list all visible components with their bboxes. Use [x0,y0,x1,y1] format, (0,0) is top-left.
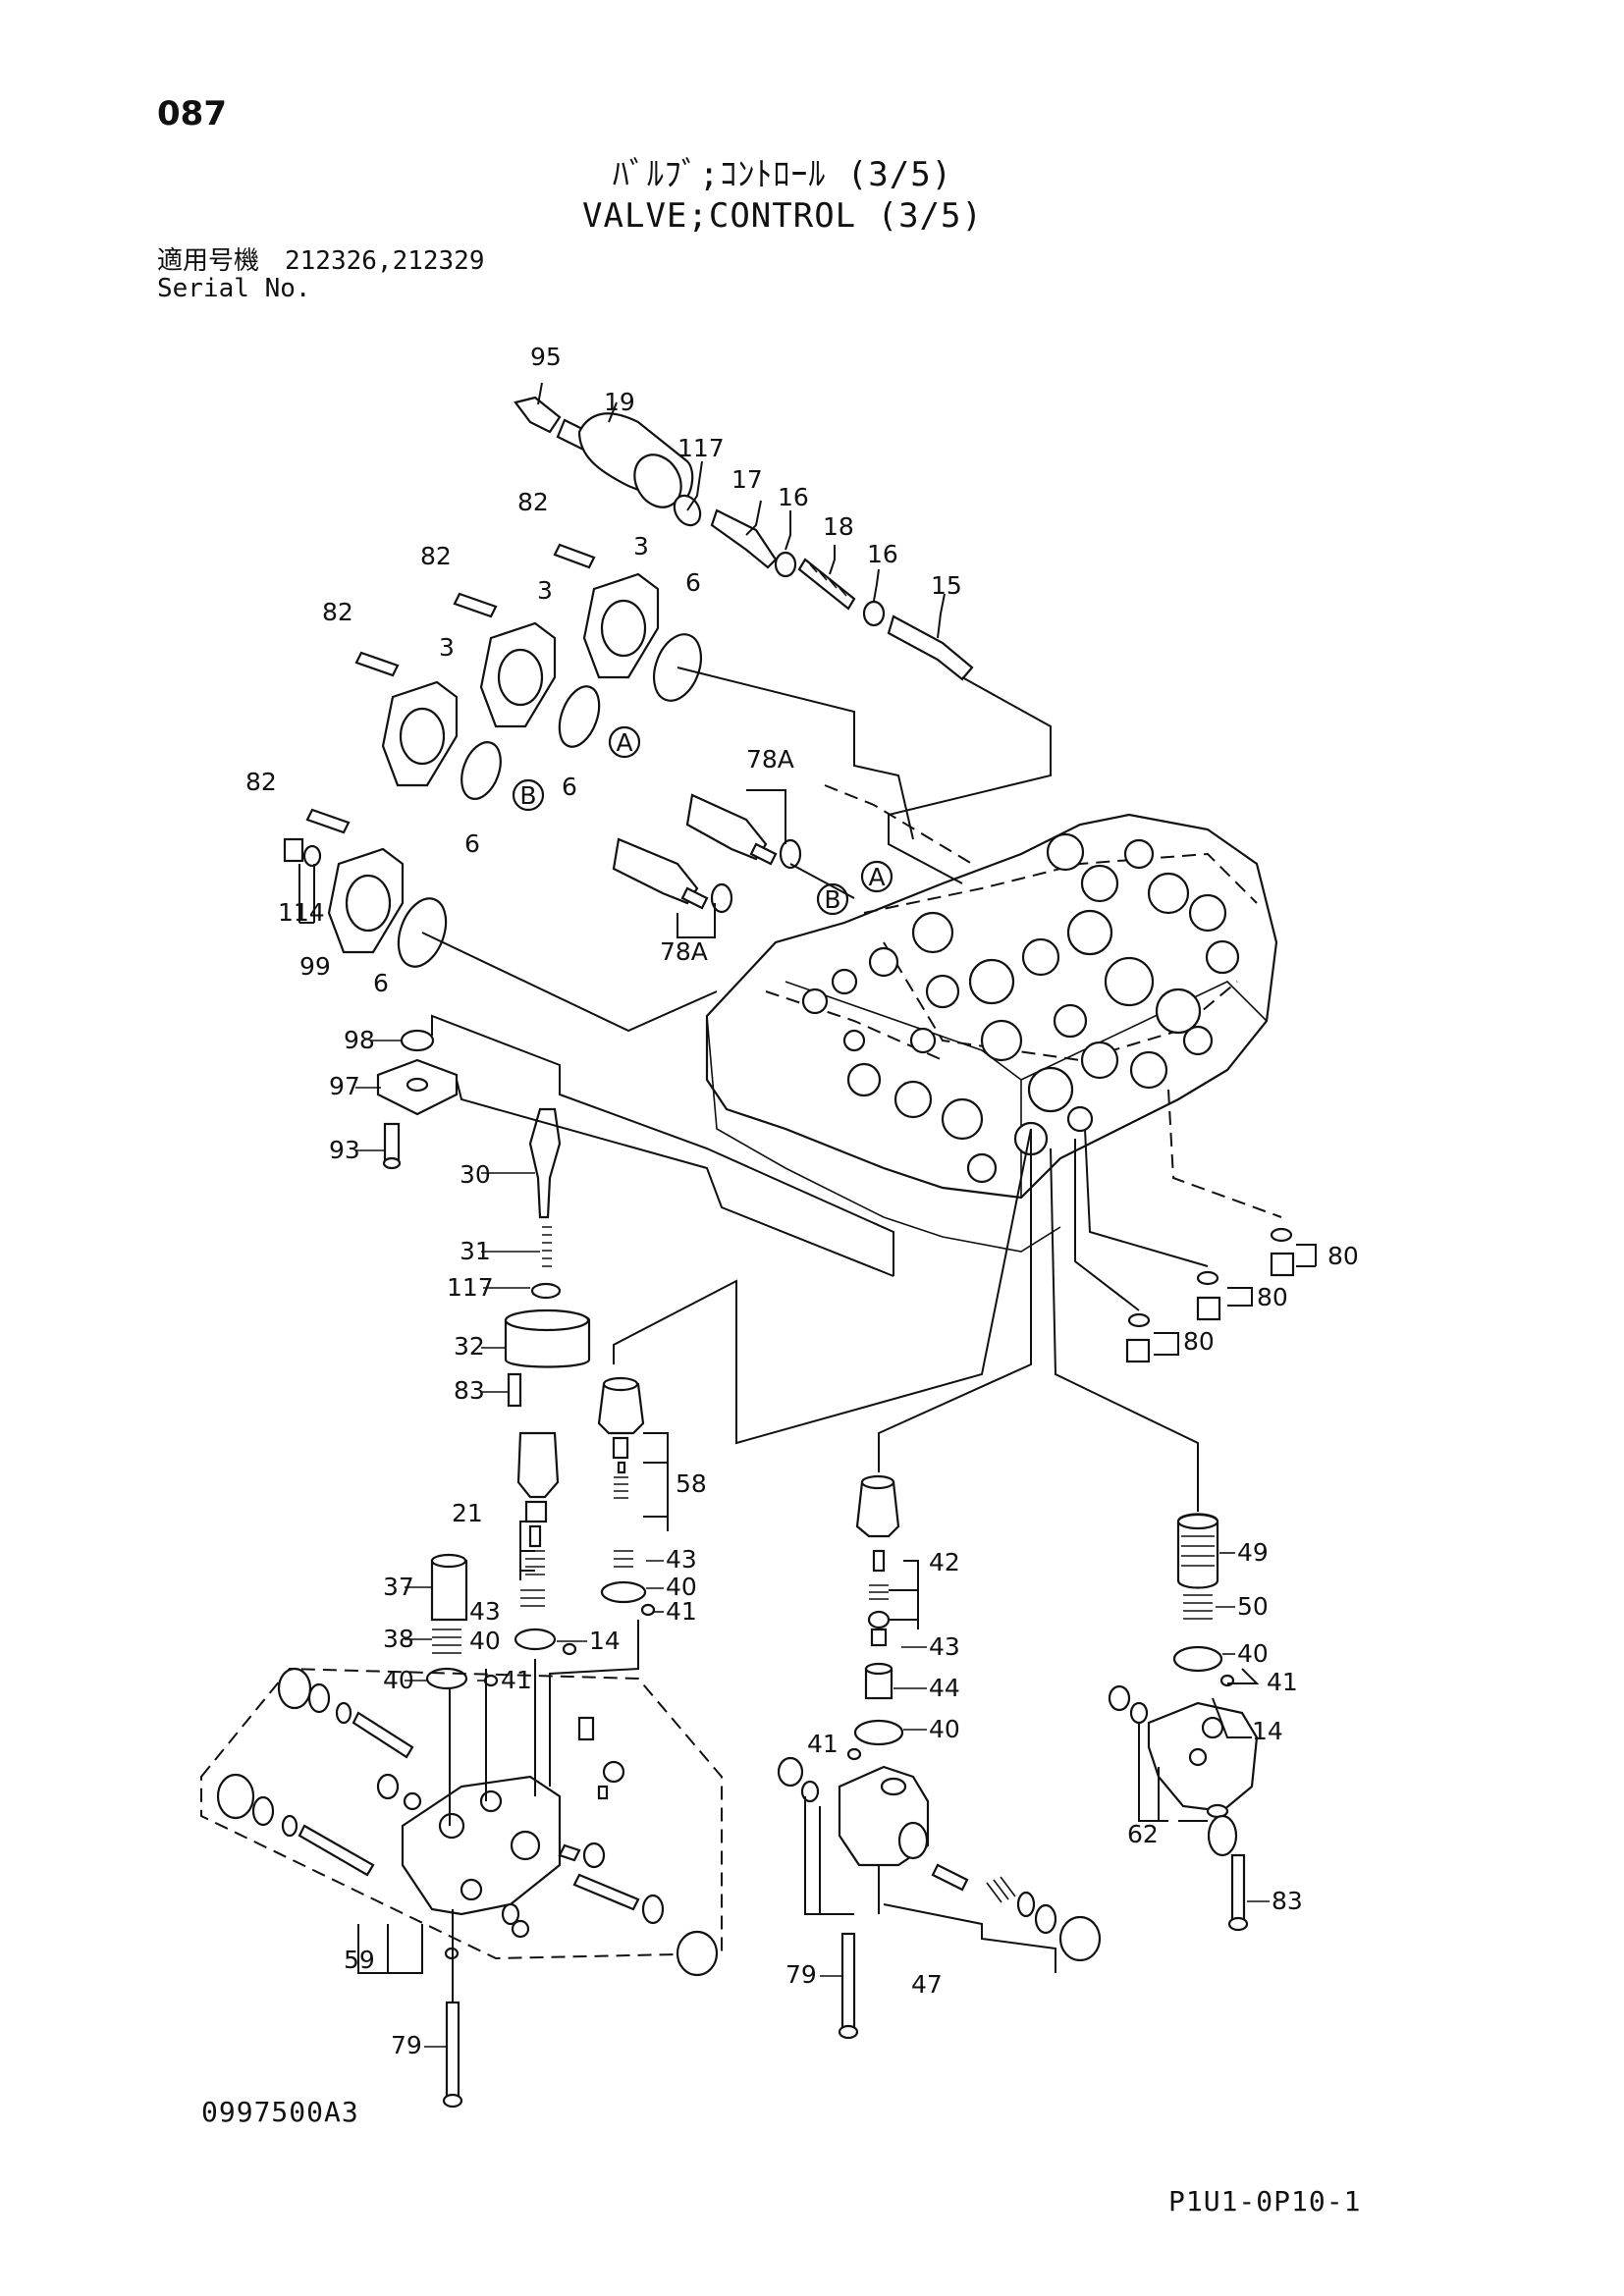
callout-114: 114 [278,898,325,927]
callout-14: 14 [1252,1717,1283,1745]
callout-78a: 78A [746,745,794,774]
flange-group [283,543,973,1033]
callout-80: 80 [1183,1327,1215,1356]
callout-49: 49 [1237,1538,1269,1567]
callout-16: 16 [778,483,809,511]
page-number: 087 [157,94,227,133]
callout-99: 99 [299,952,331,981]
serial-number-jp: 適用号機 212326,212329 [157,246,485,276]
assembly-59 [200,1620,723,2109]
ref-marker-b: B [824,885,840,914]
callout-82: 82 [245,768,277,796]
callout-16: 16 [867,540,898,568]
callout-17: 17 [731,465,763,494]
page-code: P1U1-0P10-1 [1168,2185,1362,2217]
callout-97: 97 [329,1072,360,1100]
callout-50: 50 [1237,1592,1269,1621]
callout-59: 59 [344,1946,375,1974]
callout-21: 21 [452,1499,483,1527]
callout-3: 3 [439,633,455,662]
ref-marker-a: A [868,863,885,891]
callout-93: 93 [329,1136,360,1164]
callout-43: 43 [929,1632,960,1661]
callout-82: 82 [420,542,452,570]
ref-marker-b: B [519,781,536,810]
callout-43: 43 [666,1545,697,1574]
callout-41: 41 [807,1730,839,1758]
callout-117: 117 [677,434,725,462]
callout-79: 79 [785,1960,817,1989]
relief-valve-group [514,382,1052,884]
callout-98: 98 [344,1026,375,1054]
callout-41: 41 [666,1597,697,1626]
callout-40: 40 [929,1715,960,1743]
ref-marker-a: A [616,728,632,757]
callout-80: 80 [1327,1242,1359,1270]
callout-95: 95 [530,343,562,371]
callout-15: 15 [931,571,962,600]
callout-leaders [355,1040,1270,2048]
callout-3: 3 [633,532,649,561]
callout-40: 40 [469,1627,501,1655]
callout-6: 6 [464,829,480,858]
callout-14: 14 [589,1627,621,1655]
callout-41: 41 [501,1666,532,1694]
valve-body [705,813,1278,1253]
callout-41: 41 [1267,1668,1298,1696]
callout-83: 83 [454,1376,485,1405]
plugs-80-group [1074,1089,1317,1363]
serial-info: 適用号機 212326,212329 Serial No. [157,247,485,302]
callout-44: 44 [929,1674,960,1702]
callout-40: 40 [1237,1639,1269,1668]
callout-80: 80 [1257,1283,1288,1311]
callout-18: 18 [823,512,854,541]
callout-83: 83 [1272,1887,1303,1915]
callout-6: 6 [373,969,389,997]
cartridge-78a-group [612,789,855,938]
callout-43: 43 [469,1597,501,1626]
callout-19: 19 [604,388,635,416]
assembly-47 [777,1129,1102,2040]
callout-78a: 78A [660,937,708,966]
spool-stack-middle [425,1128,1032,1690]
callout-62: 62 [1127,1820,1159,1848]
callout-6: 6 [562,773,577,801]
callout-58: 58 [676,1469,707,1498]
assembly-62 [1050,1148,1260,1932]
title-japanese: ﾊﾞﾙﾌﾞ;ｺﾝﾄﾛｰﾙ (3/5) [612,155,953,194]
callout-82: 82 [517,488,549,516]
title-english: VALVE;CONTROL (3/5) [582,196,983,236]
callout-6: 6 [685,568,701,597]
callout-82: 82 [322,598,353,626]
drawing-code: 0997500A3 [201,2096,359,2128]
callout-40: 40 [666,1573,697,1601]
callout-42: 42 [929,1548,960,1576]
left-stack-group [376,1014,894,1408]
serial-number-label: Serial No. [157,274,311,303]
callout-32: 32 [454,1332,485,1361]
callout-47: 47 [911,1970,943,1999]
callout-3: 3 [537,576,553,605]
reference-markers [512,725,893,916]
callout-labels: 95 19 117 17 16 18 16 15 82 3 82 3 6 82 … [245,343,1359,2059]
callout-79: 79 [391,2031,422,2059]
callout-30: 30 [460,1160,491,1189]
